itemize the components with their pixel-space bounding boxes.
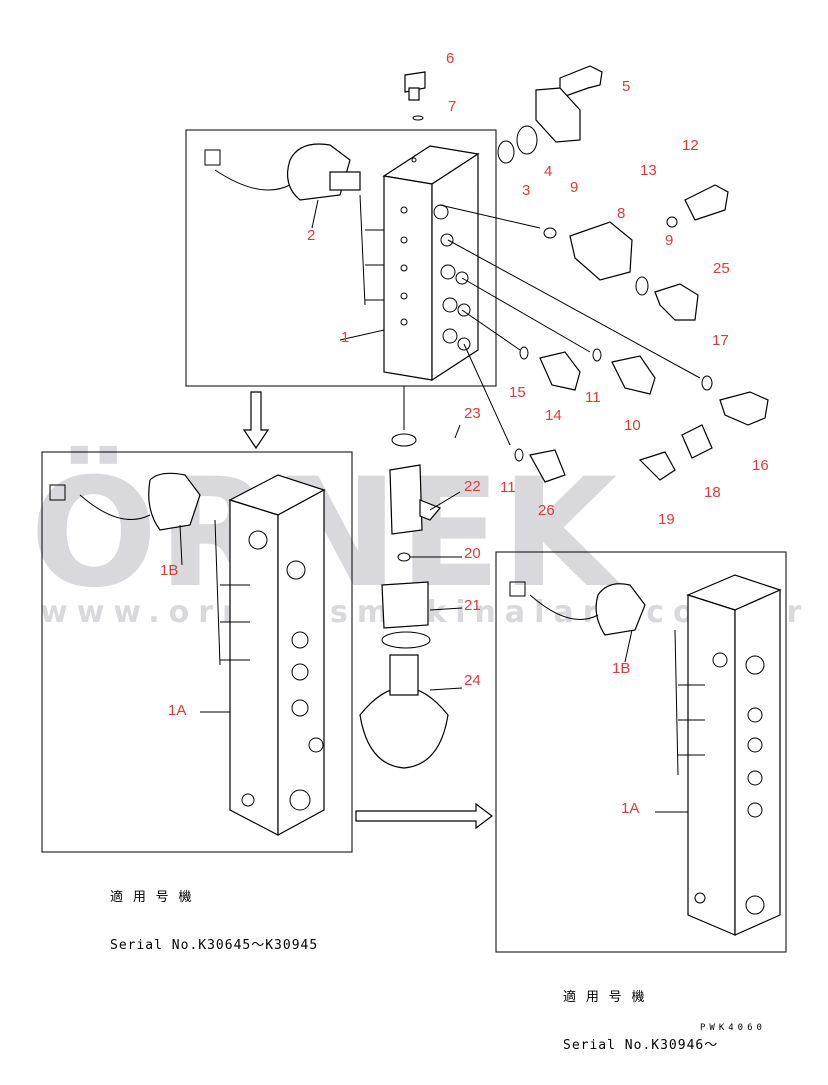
callout: 11 (500, 479, 516, 496)
callout: 18 (704, 484, 721, 501)
callout: 4 (544, 163, 552, 180)
callout: 10 (624, 417, 641, 434)
top-assembly-frame (185, 129, 497, 387)
callout: 2 (307, 227, 315, 244)
callout: 6 (446, 50, 454, 67)
callout: 26 (538, 502, 555, 519)
right-arrow (355, 802, 493, 830)
callout: 9 (570, 179, 578, 196)
callout: 9 (665, 232, 673, 249)
callout: 5 (622, 78, 630, 95)
left-variant-frame (41, 451, 353, 853)
serial-range: Serial No.K30946～ (563, 1038, 719, 1053)
solenoid-2 (204, 143, 384, 306)
callout: 15 (509, 384, 526, 401)
callout: 20 (464, 545, 481, 562)
applicable-machines-heading: 適 用 号 機 (563, 990, 646, 1005)
valve-block-1a-right (509, 574, 782, 936)
callout: 11 (585, 389, 601, 406)
callout: 25 (713, 260, 730, 277)
serial-note-left: 適 用 号 機 Serial No.K30645～K30945 (110, 858, 318, 970)
callout: 24 (464, 672, 481, 689)
valve-block-1 (382, 145, 480, 382)
callout: 19 (658, 511, 675, 528)
valve-block-1a-left (49, 472, 326, 837)
right-variant-frame (495, 551, 787, 953)
leader-lines (179, 199, 688, 813)
callout: 1B (612, 660, 630, 677)
callout: 22 (464, 478, 481, 495)
drawing-code: PWK4060 (700, 1023, 766, 1033)
callout: 7 (448, 98, 456, 115)
callout: 21 (464, 597, 481, 614)
callout: 8 (617, 205, 625, 222)
callout: 1B (160, 562, 178, 579)
callout: 1 (341, 329, 349, 346)
applicable-machines-heading: 適 用 号 機 (110, 890, 193, 905)
callout: 12 (682, 137, 699, 154)
serial-range: Serial No.K30645～K30945 (110, 938, 319, 953)
callout: 1A (621, 800, 639, 817)
serial-note-right: 適 用 号 機 Serial No.K30946～ (563, 958, 718, 1070)
callout: 14 (545, 407, 562, 424)
callout: 3 (522, 182, 530, 199)
callout: 13 (640, 162, 657, 179)
small-parts (359, 65, 769, 769)
callout: 1A (168, 702, 186, 719)
watermark-brand: ÖRNEK (30, 445, 622, 621)
callout: 23 (464, 405, 481, 422)
callout: 17 (712, 332, 729, 349)
down-arrow (242, 391, 270, 450)
callout-labels: 6 5 7 12 13 3 4 9 8 9 2 25 1 17 15 11 14… (160, 50, 769, 817)
callout: 16 (752, 457, 769, 474)
